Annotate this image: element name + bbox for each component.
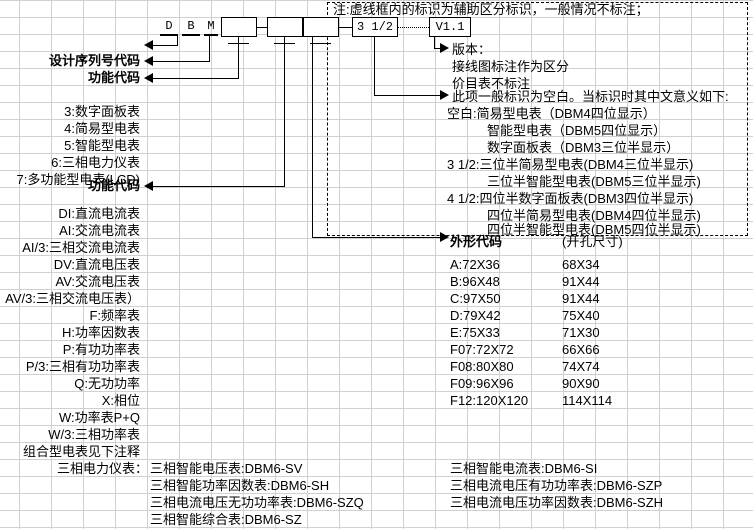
function-code-item: P/3:三相有功功率表 bbox=[25, 359, 140, 374]
meter-type-item: 3:数字面板表 bbox=[64, 104, 140, 119]
leader-box3-arrowhead bbox=[440, 232, 449, 242]
model-char-b: B bbox=[182, 19, 200, 36]
function-code-item: DV:直流电压表 bbox=[53, 257, 140, 272]
version-line-2: 接线图标注作为区分 bbox=[452, 59, 570, 74]
callout-design-serial: 设计序列号代码 bbox=[48, 53, 140, 68]
shape-table-row-code: B:96X48 bbox=[450, 274, 500, 289]
shape-table-row-code: F07:72X72 bbox=[450, 342, 514, 357]
display-code-item: 三位半智能型电表(DBM5三位半显示) bbox=[487, 174, 701, 189]
display-code-item: 3 1/2:三位半简易型电表(DBM4三位半显示) bbox=[447, 157, 694, 172]
leader-m-horizontal bbox=[152, 61, 210, 62]
function-code-item: DI:直流电流表 bbox=[58, 206, 140, 221]
leader-auxdigits-arrowhead bbox=[440, 90, 449, 100]
leader-version-vertical bbox=[434, 37, 435, 49]
shape-table-row-code: D:79X42 bbox=[450, 308, 501, 323]
shape-table-row-size: 114X114 bbox=[562, 393, 613, 408]
box3-stub bbox=[310, 43, 331, 44]
leader-box1-vertical bbox=[238, 37, 239, 79]
shape-table-row-size: 90X90 bbox=[562, 376, 600, 391]
leader-auxdigits-vertical bbox=[374, 37, 375, 96]
version-label: 版本： bbox=[452, 42, 492, 57]
function-code-item: AV:交流电压表 bbox=[55, 274, 140, 289]
aux-dotted-link bbox=[398, 27, 429, 28]
leader-m-arrowhead bbox=[144, 56, 153, 66]
function-code-item: AV/3:三相交流电压表） bbox=[5, 291, 140, 306]
leader-box2-vertical bbox=[284, 37, 285, 187]
code-box-1[interactable] bbox=[221, 17, 257, 37]
shape-table-row-code: F08:80X80 bbox=[450, 359, 514, 374]
display-code-item: 4 1/2:四位半数字面板表(DBM3四位半显示) bbox=[447, 191, 694, 206]
leader-m-vertical bbox=[209, 34, 210, 62]
shape-table-row-size: 91X44 bbox=[562, 274, 600, 289]
function-code-item: AI:交流电流表 bbox=[59, 223, 140, 238]
leader-d-horizontal bbox=[152, 45, 178, 46]
leader-d-arrowhead bbox=[144, 40, 153, 50]
box-link-3-aux bbox=[339, 27, 352, 28]
callout-function-code-mid: 功能代码 bbox=[87, 178, 140, 193]
display-code-item: 智能型电表（DBM5四位显示） bbox=[487, 123, 667, 138]
shape-table-row-size: 91X44 bbox=[562, 291, 600, 306]
shape-table-row-code: A:72X36 bbox=[450, 257, 500, 272]
shape-table-row-code: F12:120X120 bbox=[450, 393, 529, 408]
leader-box1-arrowhead bbox=[144, 73, 153, 83]
aux-code-box-digits[interactable]: 3 1/2 bbox=[352, 17, 398, 37]
meter-type-item: 5:智能型电表 bbox=[64, 138, 140, 153]
combo-table-right-item: 三相智能电流表:DBM6-SI bbox=[450, 461, 598, 476]
aux-code-box-version[interactable]: V1.1 bbox=[429, 17, 471, 37]
blank-identifier-note: 此项一般标识为空白。当标识时其中文意义如下: bbox=[452, 89, 729, 104]
combo-table-label: 三相电力仪表： bbox=[56, 461, 148, 476]
leader-version-horizontal bbox=[434, 48, 442, 49]
shape-table-row-code: C:97X50 bbox=[450, 291, 501, 306]
combo-table-left-item: 三相电流电压无功功率表:DBM6-SZQ bbox=[150, 495, 364, 510]
model-char-d: D bbox=[160, 19, 178, 36]
display-code-item: 空白:简易型电表（DBM4四位显示） bbox=[447, 106, 656, 121]
shape-table-row-size: 75X40 bbox=[562, 308, 600, 323]
function-code-item: H:功率因数表 bbox=[61, 325, 140, 340]
shape-table-header-code: 外形代码 bbox=[450, 234, 503, 249]
code-box-2[interactable] bbox=[267, 17, 303, 37]
display-code-item: 数字面板表（DBM3三位半显示） bbox=[487, 140, 680, 155]
leader-d-vertical bbox=[177, 34, 178, 46]
meter-type-item: 6:三相电力仪表 bbox=[51, 155, 140, 170]
leader-box2-horizontal bbox=[152, 186, 285, 187]
box-link-1-2 bbox=[257, 27, 267, 28]
model-char-m: M bbox=[204, 19, 218, 36]
display-code-item: 四位半智能型电表(DBM5四位半显示) bbox=[487, 222, 701, 237]
meter-type-item: 7:多功能型电表(LCD) bbox=[16, 172, 140, 187]
shape-table-row-code: F09:96X96 bbox=[450, 376, 514, 391]
function-code-item: W/3:三相功率表 bbox=[48, 427, 140, 442]
combo-table-right-item: 三相电流电压有功功率表:DBM6-SZP bbox=[450, 478, 663, 493]
leader-version-arrowhead bbox=[440, 43, 449, 53]
combo-table-right-item: 三相电流电压功率因数表:DBM6-SZH bbox=[450, 495, 664, 510]
function-code-item: AI/3:三相交流电流表 bbox=[22, 240, 140, 255]
meter-type-item: 4:简易型电表 bbox=[64, 121, 140, 136]
combo-table-left-item: 三相智能功率因数表:DBM6-SH bbox=[150, 478, 330, 493]
leader-box3-vertical bbox=[312, 37, 313, 238]
function-code-item: Q:无功功率 bbox=[74, 376, 140, 391]
shape-table-header-size: (开孔尺寸) bbox=[562, 234, 623, 249]
leader-box2-arrowhead bbox=[144, 181, 153, 191]
function-code-item: F:频率表 bbox=[89, 308, 140, 323]
function-code-item: P:有功功率表 bbox=[62, 342, 140, 357]
combo-table-left-item: 三相智能电压表:DBM6-SV bbox=[150, 461, 303, 476]
function-code-item: X:相位 bbox=[101, 393, 140, 408]
shape-table-row-code: E:75X33 bbox=[450, 325, 500, 340]
shape-table-row-size: 66X66 bbox=[562, 342, 600, 357]
combo-table-left-item: 三相智能综合表:DBM6-SZ bbox=[150, 512, 302, 527]
leader-auxdigits-horizontal bbox=[374, 95, 440, 96]
callout-function-code-top: 功能代码 bbox=[87, 70, 140, 85]
shape-table-row-size: 71X30 bbox=[562, 325, 600, 340]
shape-table-row-size: 74X74 bbox=[562, 359, 600, 374]
function-code-item: 组合型电表见下注释 bbox=[22, 444, 140, 459]
shape-table-row-size: 68X34 bbox=[562, 257, 600, 272]
version-line-3: 价目表不标注 bbox=[452, 76, 531, 91]
leader-box1-horizontal bbox=[152, 78, 239, 79]
function-code-item: W:功率表P+Q bbox=[58, 410, 140, 425]
diagram-note: 注:虚线框内的标识为辅助区分标识，一般情况不标注； bbox=[333, 2, 649, 17]
code-box-3[interactable] bbox=[303, 17, 339, 37]
leader-box3-horizontal bbox=[312, 237, 440, 238]
display-code-item: 四位半简易型电表(DBM4四位半显示) bbox=[487, 208, 701, 223]
